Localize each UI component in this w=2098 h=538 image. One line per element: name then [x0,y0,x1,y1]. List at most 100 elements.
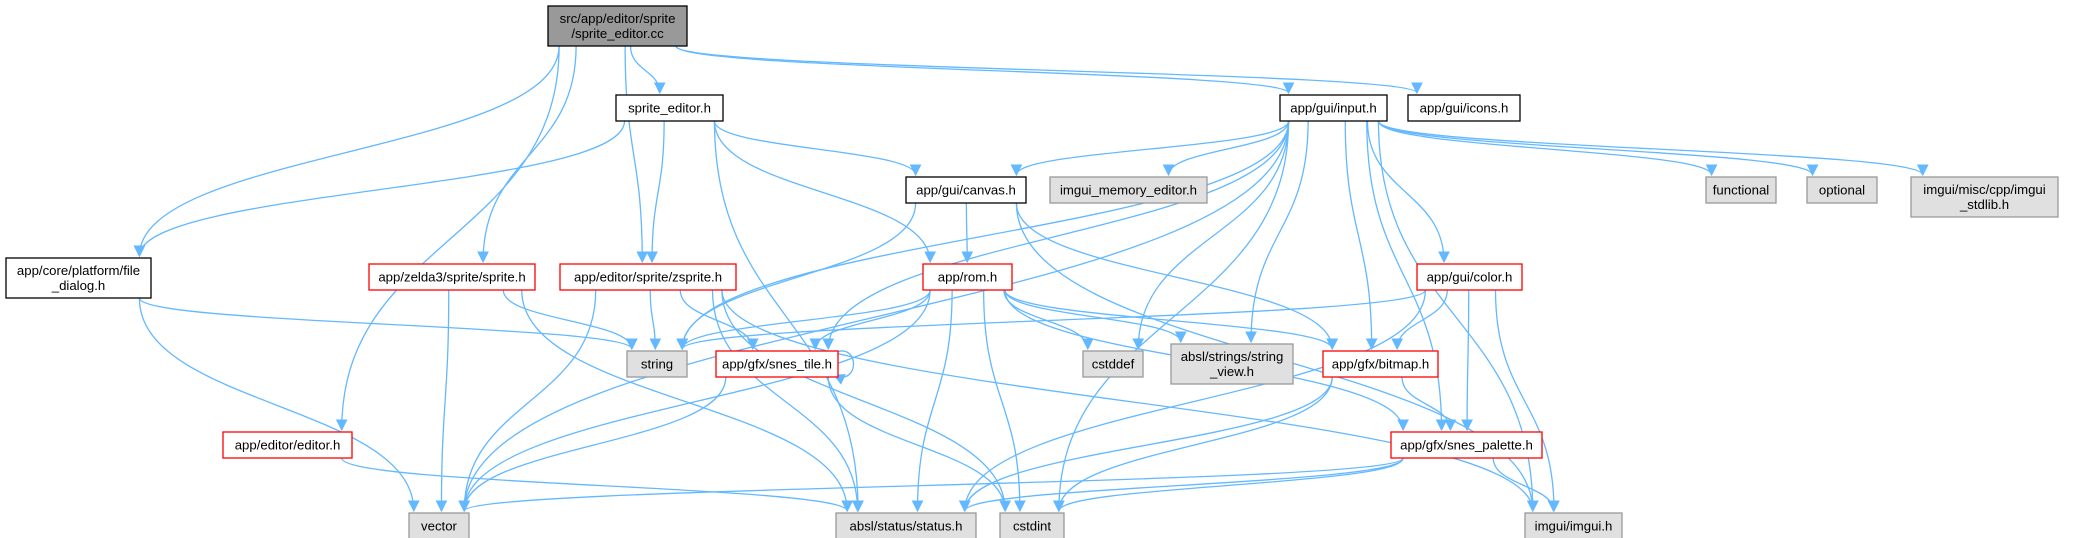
edge-root-to-zsprite [624,45,649,264]
node-label: absl/strings/string [1181,349,1284,364]
node-label: app/editor/sprite/zsprite.h [574,270,722,285]
node-string[interactable]: string [626,350,688,378]
node-label: _view.h [1209,364,1254,379]
node-label: app/rom.h [938,270,997,285]
edge-gui_input-to-cstddef [1132,120,1290,351]
edge-sprite_editor_h-to-rom [713,120,936,264]
node-label: app/core/platform/file [17,263,140,278]
edge-gui_input-to-string_view [1245,120,1309,344]
edge-snes_tile-to-snes_tile [832,350,854,385]
node-box [5,257,152,299]
node-box [1049,176,1208,204]
edge-gui_canvas-to-rom [961,202,974,264]
node-cstddef[interactable]: cstddef [1082,350,1144,378]
edge-gui_color-to-snes_palette [1461,289,1473,432]
node-cstdint[interactable]: cstdint [999,512,1065,538]
node-label: cstddef [1092,357,1135,372]
node-box [615,94,724,122]
node-box [1279,94,1388,122]
edge-gui_color-to-bitmap [1391,289,1448,351]
node-label: string [641,357,673,372]
node-label: imgui_memory_editor.h [1060,183,1197,198]
edge-root-to-editor_h [335,45,560,432]
edge-rom-to-status [911,289,953,513]
node-editor-h[interactable]: app/editor/editor.h [222,431,353,459]
edge-zelda3_sprite-to-vector [435,289,450,513]
node-string-view[interactable]: absl/strings/string_view.h [1170,343,1294,385]
edge-zsprite-to-status [711,289,864,513]
edge-root-to-file_dialog [133,45,560,258]
node-zsprite[interactable]: app/editor/sprite/zsprite.h [559,263,737,291]
node-label: _stdlib.h [1959,197,2009,212]
node-optional[interactable]: optional [1806,176,1878,204]
edge-gui_canvas-to-bitmap [1015,202,1339,351]
edge-rom-to-cstdint [982,289,1026,513]
edge-sprite_editor_h-to-file_dialog [133,120,626,258]
edge-gui_input-to-functional [1377,120,1718,177]
edge-sprite_editor_h-to-zsprite [646,120,665,264]
node-box [835,512,977,538]
edge-rom-to-string_view [1004,289,1187,344]
edge-zelda3_sprite-to-status [521,289,854,513]
edge-snes_palette-to-imgui [1492,457,1560,513]
node-status[interactable]: absl/status/status.h [835,512,977,538]
edge-gui_input-to-imgui_memory_editor [1162,120,1290,177]
node-label: app/gfx/snes_palette.h [1400,438,1533,453]
edge-rom-to-vector [458,289,931,513]
node-label: _dialog.h [51,278,106,293]
node-rom[interactable]: app/rom.h [922,263,1013,291]
edge-snes_palette-to-vector [458,457,1404,513]
node-gui-canvas[interactable]: app/gui/canvas.h [905,176,1027,204]
edge-bitmap-to-snes_palette [1401,376,1457,432]
node-box [368,263,536,291]
node-label: sprite_editor.h [628,101,711,116]
node-box [626,350,688,378]
node-box [1322,350,1439,378]
edge-rom-to-string [676,289,931,351]
nodes-layer: src/app/editor/sprite/sprite_editor.ccsp… [5,5,2059,538]
node-box [547,5,688,47]
edge-sprite_editor_h-to-gui_canvas [713,120,922,177]
node-box [559,263,737,291]
node-label: app/gfx/snes_tile.h [722,357,832,372]
edge-file_dialog-to-vector [138,297,420,513]
node-gui-input[interactable]: app/gui/input.h [1279,94,1388,122]
node-box [222,431,353,459]
node-label: optional [1819,183,1865,198]
edge-gui_input-to-optional [1377,120,1819,177]
node-label: functional [1713,183,1770,198]
node-root[interactable]: src/app/editor/sprite/sprite_editor.cc [547,5,688,47]
node-gui-color[interactable]: app/gui/color.h [1416,263,1523,291]
node-vector[interactable]: vector [408,512,470,538]
node-label: absl/status/status.h [850,519,963,534]
node-imgui-memory-editor[interactable]: imgui_memory_editor.h [1049,176,1208,204]
node-label: app/gfx/bitmap.h [1332,357,1430,372]
node-imgui-stdlib[interactable]: imgui/misc/cpp/imgui_stdlib.h [1910,176,2059,218]
node-bitmap[interactable]: app/gfx/bitmap.h [1322,350,1439,378]
node-imgui[interactable]: imgui/imgui.h [1524,512,1623,538]
node-box [1170,343,1294,385]
node-box [715,350,839,378]
node-file-dialog[interactable]: app/core/platform/file_dialog.h [5,257,152,299]
edge-root-to-gui_icons [675,45,1423,95]
node-box [1390,431,1543,459]
edge-snes_palette-to-cstdint [1053,457,1404,513]
node-box [1524,512,1623,538]
node-zelda3-sprite[interactable]: app/zelda3/sprite/sprite.h [368,263,536,291]
node-box [1705,176,1777,204]
node-gui-icons[interactable]: app/gui/icons.h [1407,94,1521,122]
node-snes-palette[interactable]: app/gfx/snes_palette.h [1390,431,1543,459]
node-label: vector [421,519,458,534]
edge-snes_tile-to-cstdint [827,376,1011,513]
node-functional[interactable]: functional [1705,176,1777,204]
node-snes-tile[interactable]: app/gfx/snes_tile.h [715,350,839,378]
node-box [1082,350,1144,378]
node-sprite-editor-h[interactable]: sprite_editor.h [615,94,724,122]
node-box [922,263,1013,291]
edge-zsprite-to-string [649,289,662,351]
edge-gui_input-to-string [676,120,1290,351]
edge-root-to-sprite_editor_h [629,45,666,95]
node-label: app/editor/editor.h [235,438,341,453]
edge-zelda3_sprite-to-string [502,289,638,351]
